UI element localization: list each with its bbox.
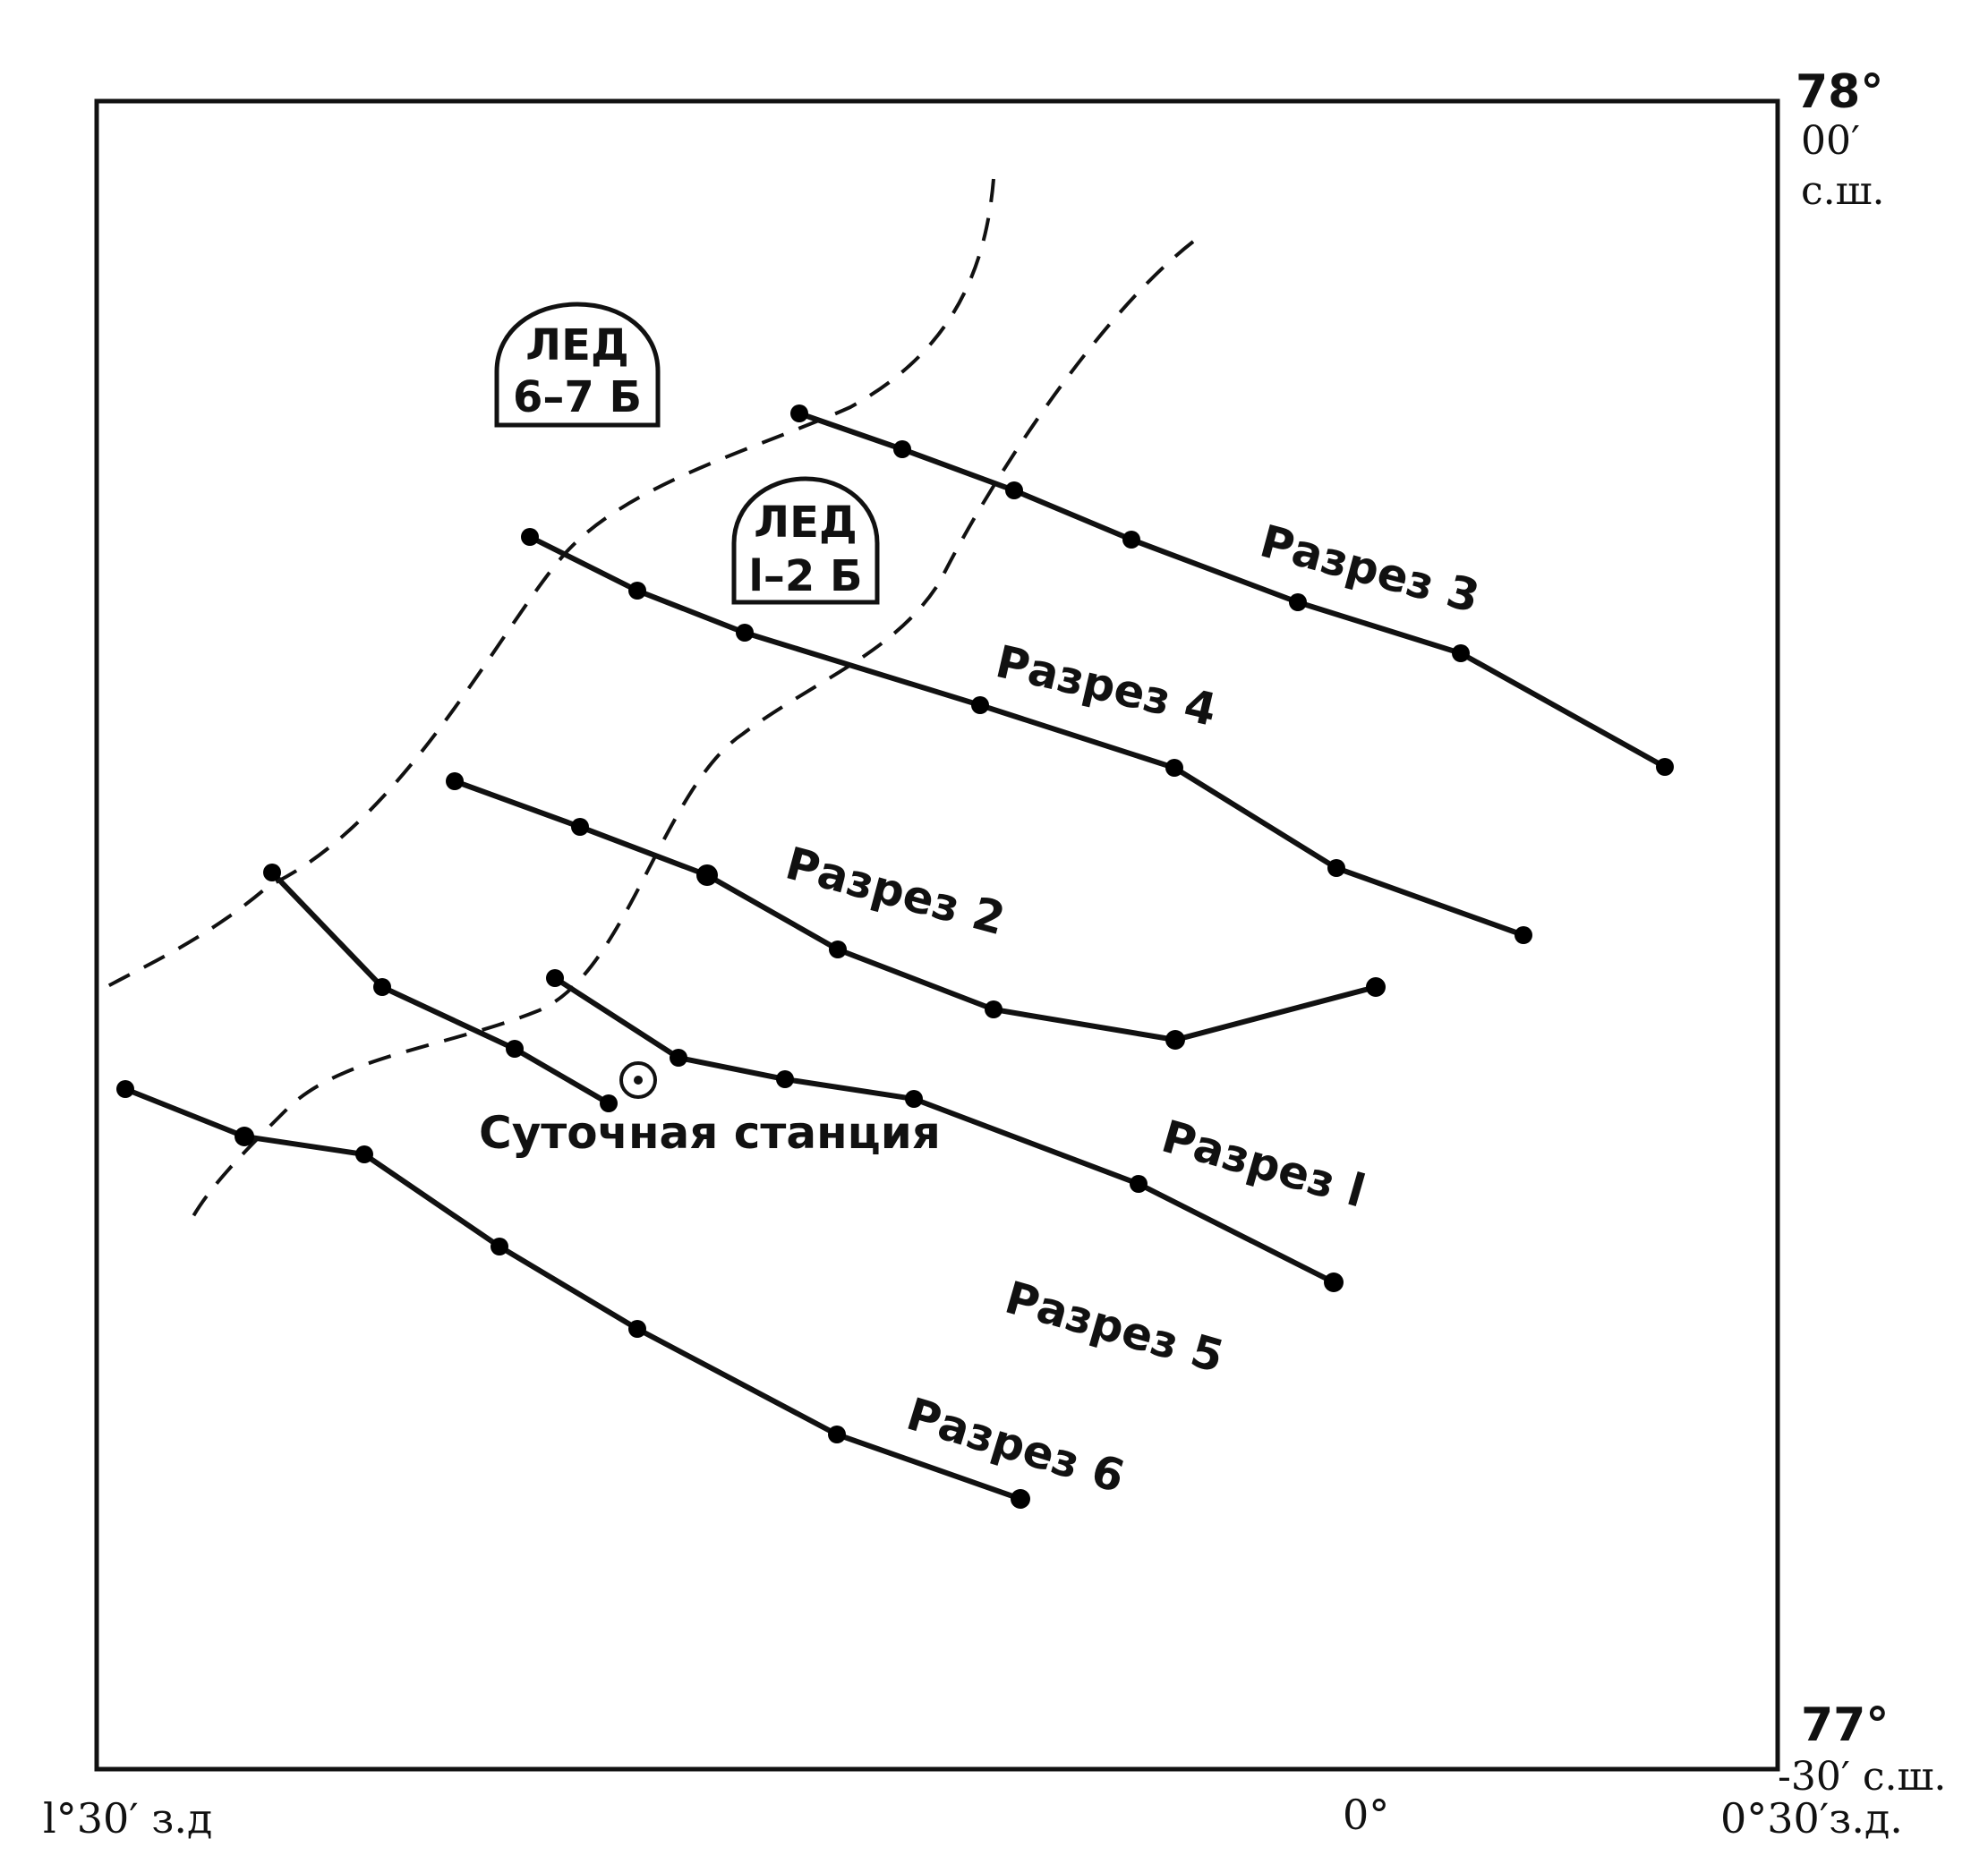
section-2-station [829,941,847,958]
ice-zone-label: ЛЕД [754,498,857,548]
section-2-station [1366,977,1386,997]
section-1-track [546,969,1344,1292]
daily-station-label: Суточная станция [479,1107,941,1159]
section-2-track [446,772,1386,1050]
section-6-station [828,1426,846,1443]
section-2-station [571,818,589,836]
lon-left-label: l°30′ з.д [43,1794,212,1843]
section-label-3: Разрез 3 [1255,515,1485,624]
section-label-2: Разрез 2 [781,838,1011,946]
section-6-track [116,1080,1030,1509]
ice-zone-label: ЛЕД [525,320,628,370]
section-6-station [1011,1489,1030,1509]
section-4-station [521,528,539,546]
section-4-station [1327,859,1345,877]
lat-top-minutes: 00′ [1801,118,1860,164]
section-2-station [696,864,718,886]
section-1-station [1130,1175,1148,1193]
section-2-station [1165,1030,1185,1050]
section-3-station [1122,531,1140,549]
section-1-station [905,1090,923,1108]
section-3-station [1005,481,1023,499]
section-3-station [1452,644,1470,662]
lon-right-label: 0°30′з.д. [1720,1794,1903,1843]
section-label-6: Разрез 6 [900,1388,1130,1503]
section-3-station [893,440,911,458]
section-label-5: Разрез 5 [1000,1272,1230,1383]
section-4-station [736,624,754,642]
ice-zone-grade: 6–7 Б [513,372,642,422]
approach-station [373,978,391,996]
approach-station [506,1040,524,1058]
section-2-station [985,1000,1003,1018]
daily-station-marker [619,1061,657,1099]
ice-boundary-inner [186,240,1195,1227]
section-4-station [1514,926,1532,944]
section-4-station [1165,759,1183,777]
approach-station [600,1094,618,1112]
section-3-station [790,404,808,422]
lon-center-label: 0° [1343,1791,1389,1839]
section-6-station [628,1320,646,1338]
section-4-station [971,696,989,714]
approach-station [263,864,281,881]
lat-bottom-minutes: -30′ с.ш. [1778,1754,1946,1800]
section-label-1: Разрез l [1156,1111,1371,1218]
section-3-station [1289,593,1307,611]
section-3-station [1656,758,1674,776]
section-1-station [546,969,564,987]
map-frame [94,98,1780,1772]
section-6-station [491,1238,508,1255]
section-6-station [116,1080,134,1098]
station-approach-track [263,864,618,1112]
section-6-station [355,1145,373,1163]
section-4-track [521,528,1532,944]
section-3-track [790,404,1674,776]
lat-top-degree: 78° [1796,65,1883,119]
section-1-station [670,1049,687,1067]
section-1-station [776,1070,794,1088]
lat-bottom-degree: 77° [1801,1698,1889,1752]
ice-zone-grade: l–2 Б [748,551,862,601]
section-1-station [1324,1272,1344,1292]
ice-zone-badge-1-2: ЛЕД l–2 Б [731,476,880,605]
section-6-station [235,1127,254,1146]
section-4-station [628,582,646,600]
lat-top-hemisphere: с.ш. [1801,168,1885,214]
section-2-station [446,772,464,790]
ice-zone-badge-6-7: ЛЕД 6–7 Б [494,302,661,428]
